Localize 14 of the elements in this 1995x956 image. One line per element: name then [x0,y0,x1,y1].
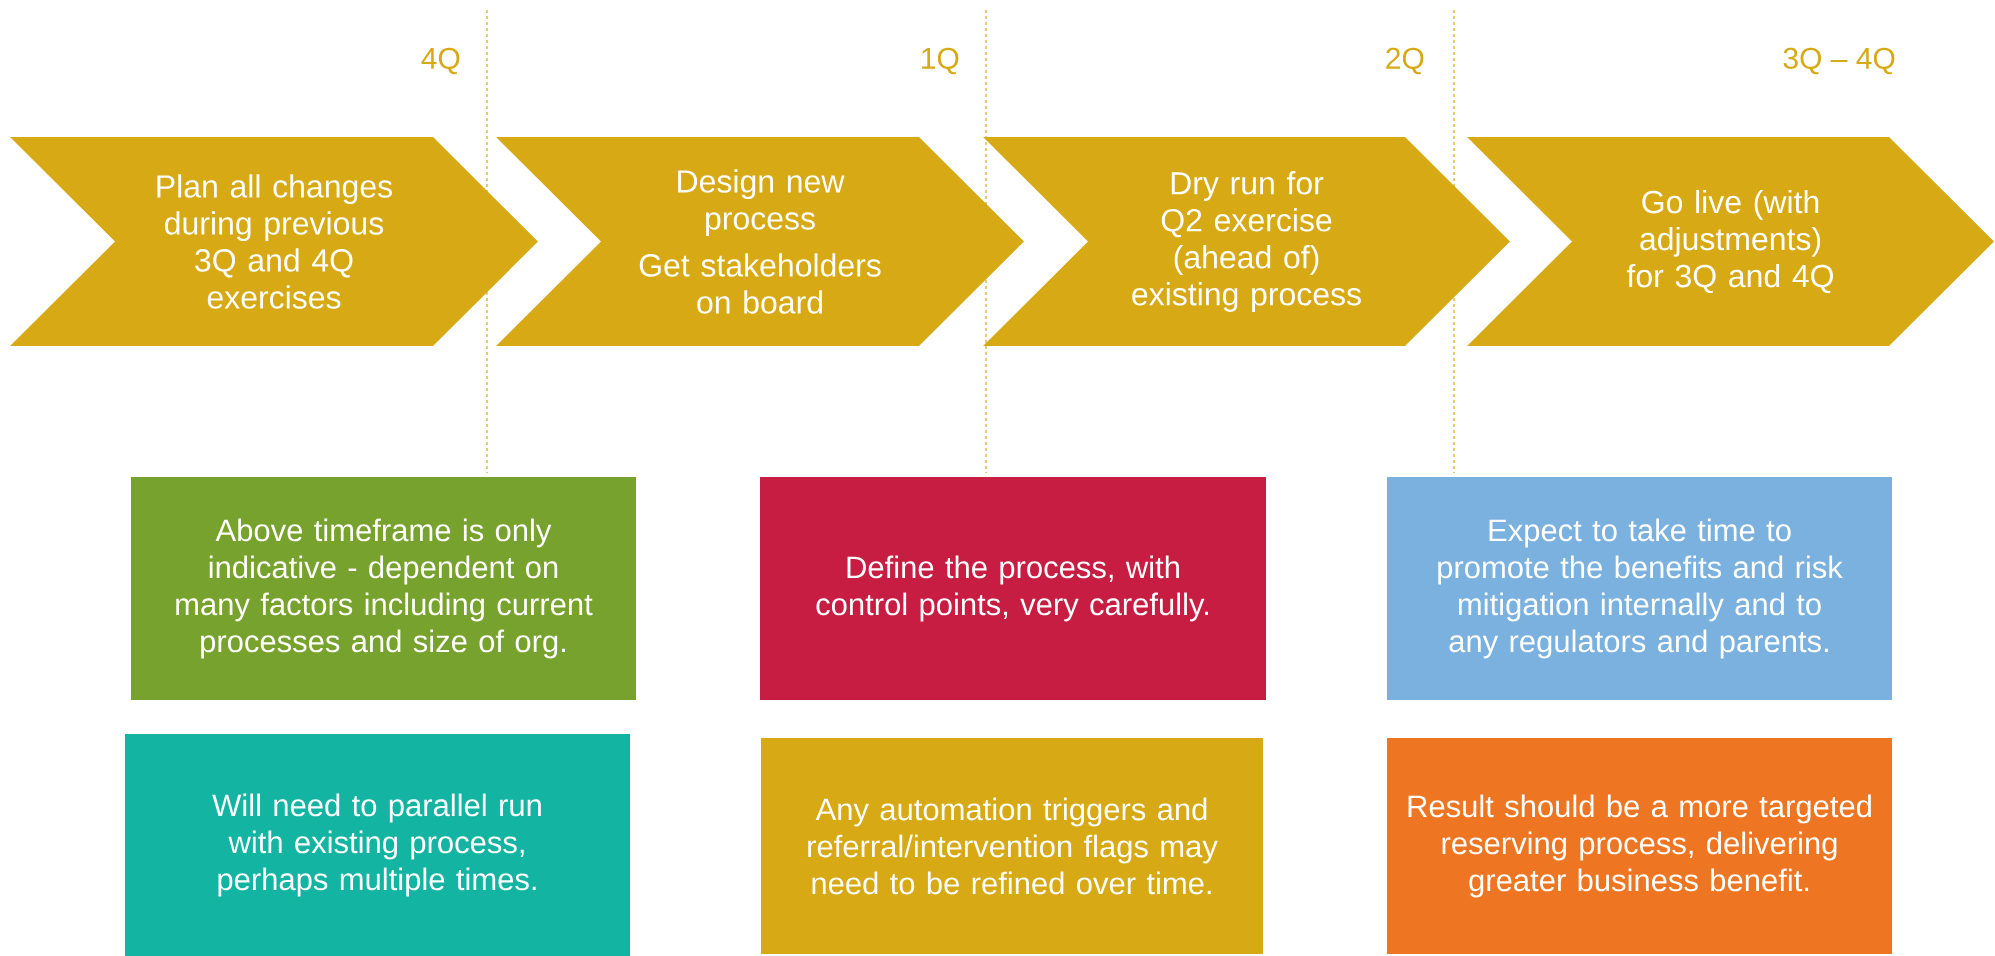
chevron-step: Plan all changes during previous 3Q and 4Q exercises [10,137,538,346]
quarter-label: 2Q [1386,47,1424,75]
note-box: Will need to parallel run with existing process, perhaps multiple times. [125,734,630,956]
quarter-label: 4Q [421,47,460,75]
note-box: Above timeframe is only indicative - dependent on many factors including current processes and size of org. [131,477,636,700]
chevron-step: Design new process Get stakeholders on board [496,137,1024,346]
note-box: Expect to take time to promote the benefits and risk mitigation internally and to any regulators and parents. [1387,477,1892,700]
note-box: Define the process, with control points, very carefully. [760,477,1266,700]
note-box: Result should be a more targeted reserving process, delivering greater business benefit. [1387,738,1892,954]
quarter-label: 3Q – 4Q [1783,47,1895,75]
chevron-step: Go live (with adjustments) for 3Q and 4Q [1467,137,1994,346]
note-box: Any automation triggers and referral/intervention flags may need to be refined over time. [761,738,1263,954]
chevron-step: Dry run for Q2 exercise (ahead of) existing process [983,137,1510,346]
quarter-label: 1Q [922,47,959,75]
